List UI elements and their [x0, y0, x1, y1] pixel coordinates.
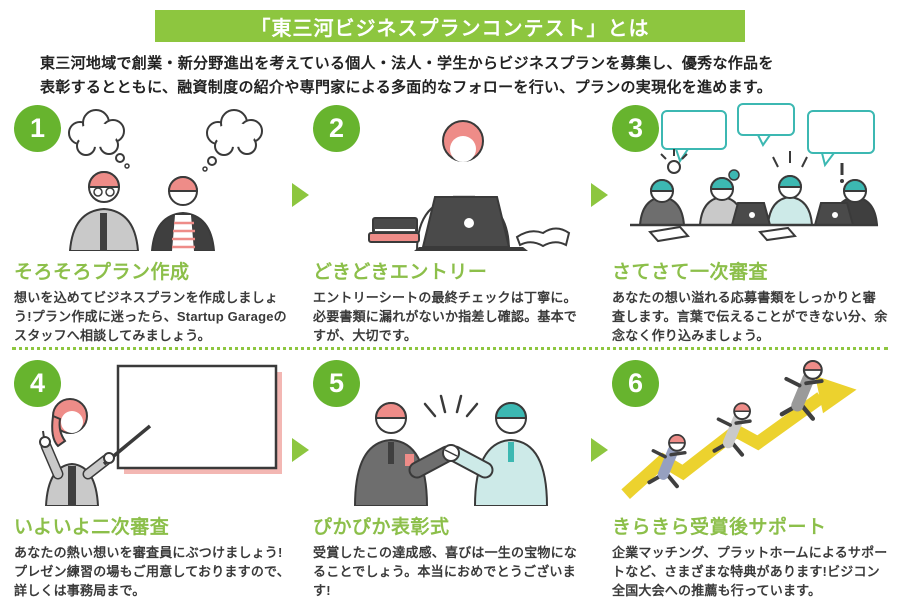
flow-arrow-icon	[591, 438, 608, 462]
flow-arrow-4-5	[290, 358, 311, 601]
flow-arrow-2-3	[589, 103, 610, 346]
meeting-illustration-icon	[630, 103, 879, 243]
step-3-description: あなたの想い溢れる応募書類をしっかりと審査します。言葉で伝えることができない分、…	[612, 290, 888, 343]
step-6-number-badge: 6	[612, 360, 659, 407]
step-2-illustration-box: 2	[311, 103, 589, 251]
flow-arrow-5-6	[589, 358, 610, 601]
growth-arrow-runners-illustration-icon	[621, 360, 857, 499]
step-6-description: 企業マッチング、プラットホームによるサポートなど、さまざまな特典があります!ビジ…	[612, 545, 888, 598]
page-title: 「東三河ビジネスプランコンテスト」とは	[155, 10, 745, 42]
intro-paragraph: 東三河地域で創業・新分野進出を考えている個人・法人・学生からビジネスプランを募集…	[40, 52, 870, 100]
flow-arrow-1-2	[290, 103, 311, 346]
step-5: 5	[311, 358, 589, 601]
flow-arrow-icon	[591, 183, 608, 207]
intro-line-2: 表彰するとともに、融資制度の紹介や専門家による多面的なフォローを行い、プランの実…	[40, 79, 773, 96]
dotted-separator	[12, 347, 888, 350]
step-3: 3	[610, 103, 888, 346]
intro-line-1: 東三河地域で創業・新分野進出を考えている個人・法人・学生からビジネスプランを募集…	[40, 55, 774, 72]
step-3-number-badge: 3	[612, 105, 659, 152]
step-4: 4 いよ	[12, 358, 290, 601]
step-5-illustration-box: 5	[311, 358, 589, 506]
thinking-people-illustration-icon	[68, 109, 263, 251]
step-1-description: 想いを込めてビジネスプランを作成しましょう!プラン作成に迷ったら、Startup…	[14, 290, 287, 343]
step-2-description: エントリーシートの最終チェックは丁寧に。必要書類に漏れがないか指差し確認。基本で…	[313, 290, 578, 343]
step-2-number-badge: 2	[313, 105, 360, 152]
handshake-illustration-icon	[353, 394, 549, 506]
step-4-number-badge: 4	[14, 360, 61, 407]
step-4-illustration-box: 4	[12, 358, 290, 506]
steps-row-2: 4 いよ	[12, 358, 888, 601]
steps-row-1: 1	[12, 103, 888, 346]
step-6-title: きらきら受賞後サポート	[612, 517, 827, 538]
step-6-illustration-box: 6	[610, 358, 888, 506]
step-2-title: どきどきエントリー	[313, 262, 488, 283]
presentation-illustration-icon	[39, 364, 282, 506]
step-5-number-badge: 5	[313, 360, 360, 407]
step-4-title: いよいよ二次審査	[14, 517, 170, 538]
step-5-title: ぴかぴか表彰式	[313, 517, 450, 538]
step-3-illustration-box: 3	[610, 103, 888, 251]
step-5-description: 受賞したこの達成感、喜びは一生の宝物になることでしょう。本当におめでとうございま…	[313, 545, 578, 598]
step-1: 1	[12, 103, 290, 346]
step-1-number-badge: 1	[14, 105, 61, 152]
step-1-illustration-box: 1	[12, 103, 290, 251]
woman-laptop-illustration-icon	[368, 120, 571, 251]
flow-arrow-icon	[292, 183, 309, 207]
step-1-title: そろそろプラン作成	[14, 262, 190, 283]
step-6: 6	[610, 358, 888, 601]
flow-arrow-icon	[292, 438, 309, 462]
step-3-title: さてさて一次審査	[612, 262, 769, 283]
step-4-description: あなたの熱い想いを審査員にぶつけましょう!プレゼン練習の場もご用意しておりますの…	[14, 545, 290, 598]
step-2: 2 どきどきエントリー エントリーシートの最終チェックは丁寧に。必要書類に漏れが…	[311, 103, 589, 346]
